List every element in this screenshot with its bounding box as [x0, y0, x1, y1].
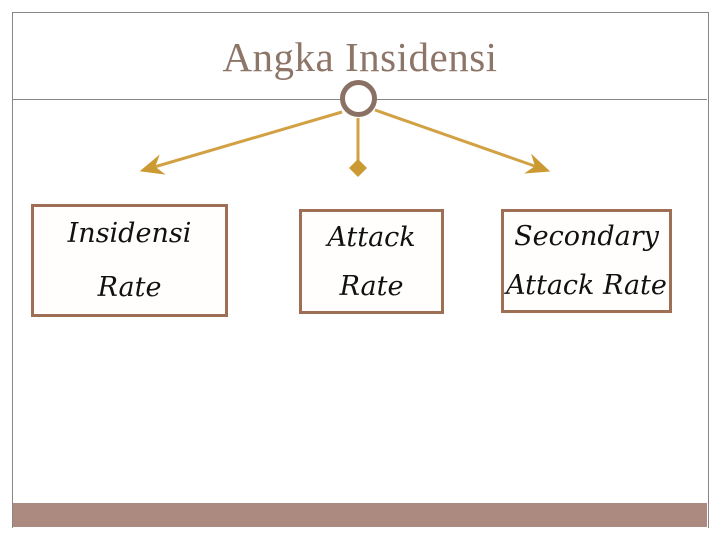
- node-label-line: Attack Rate: [506, 270, 667, 301]
- connector-left-arrow: [139, 110, 343, 175]
- node-label-line: Rate: [339, 270, 404, 302]
- footer-bar: [13, 503, 707, 527]
- node-box-insidensi-rate: Insidensi Rate: [31, 204, 228, 317]
- slide-title: Angka Insidensi: [222, 34, 498, 80]
- node-label-line: Rate: [97, 271, 162, 303]
- slide-frame-border: [12, 12, 709, 528]
- node-box-secondary-attack-rate: Secondary Attack Rate: [501, 209, 672, 313]
- node-box-attack-rate: Attack Rate: [299, 209, 444, 314]
- node-label-line: Attack: [327, 221, 416, 253]
- node-label-line: Insidensi: [67, 217, 192, 249]
- connector-right-arrow: [374, 108, 551, 174]
- root-circle-node: [340, 80, 377, 117]
- node-label-line: Secondary: [514, 221, 659, 252]
